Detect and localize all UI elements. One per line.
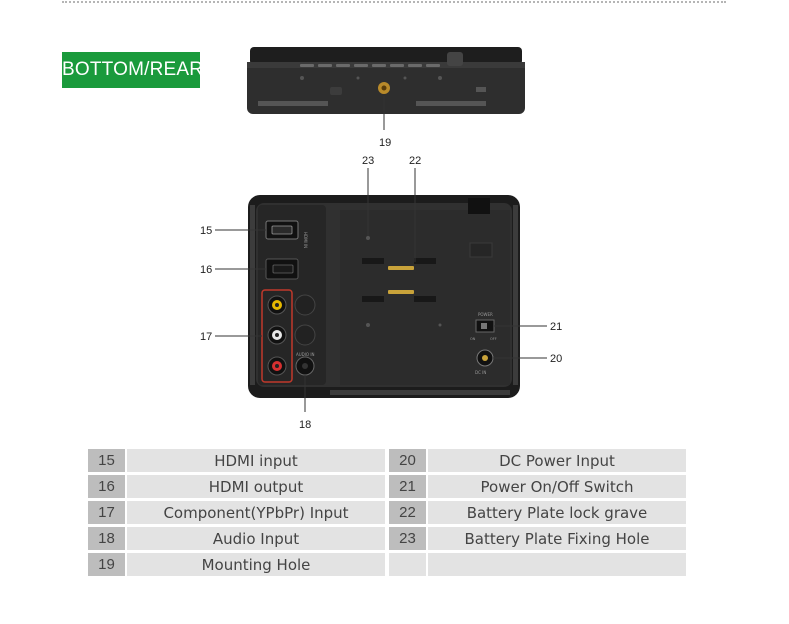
legend-label: HDMI output: [127, 475, 385, 498]
legend-label: HDMI input: [127, 449, 385, 472]
callout-lines: [215, 168, 547, 412]
callout-21: 21: [550, 321, 562, 333]
legend-label: Battery Plate lock grave: [428, 501, 686, 524]
legend-num: 21: [389, 475, 426, 498]
legend-num: 19: [88, 553, 125, 576]
callout-19: 19: [379, 137, 391, 149]
table-row: 15 HDMI input 20 DC Power Input: [88, 449, 686, 472]
audio-in-print: AUDIO IN: [296, 352, 315, 357]
legend-label-empty: [428, 553, 686, 576]
power-print: POWER: [478, 312, 493, 317]
legend-label: Power On/Off Switch: [428, 475, 686, 498]
top-dotted-divider: [62, 1, 726, 3]
table-row: 19 Mounting Hole: [88, 553, 686, 576]
legend-num-empty: [389, 553, 426, 576]
callout-15: 15: [200, 225, 212, 237]
dc-in-print: DC IN: [475, 370, 486, 375]
callout-17: 17: [200, 331, 212, 343]
section-title-badge: BOTTOM/REAR: [62, 52, 203, 88]
legend-label: Audio Input: [127, 527, 385, 550]
callout-18: 18: [299, 419, 311, 431]
legend-num: 17: [88, 501, 125, 524]
hdmi-in-print: HDMI IN: [303, 232, 308, 248]
monitor-bottom-view: [247, 47, 525, 130]
legend-label: Mounting Hole: [127, 553, 385, 576]
legend-num: 18: [88, 527, 125, 550]
legend-label: Battery Plate Fixing Hole: [428, 527, 686, 550]
legend-num: 20: [389, 449, 426, 472]
legend-num: 23: [389, 527, 426, 550]
monitor-rear-view: HDMI IN AUDIO IN: [248, 195, 520, 398]
callout-16: 16: [200, 264, 212, 276]
off-print: OFF: [490, 337, 497, 341]
legend-num: 22: [389, 501, 426, 524]
callout-23: 23: [362, 155, 374, 167]
legend-label: Component(YPbPr) Input: [127, 501, 385, 524]
legend-num: 15: [88, 449, 125, 472]
legend-label: DC Power Input: [428, 449, 686, 472]
table-row: 17 Component(YPbPr) Input 22 Battery Pla…: [88, 501, 686, 524]
table-row: 16 HDMI output 21 Power On/Off Switch: [88, 475, 686, 498]
legend-num: 16: [88, 475, 125, 498]
on-print: ON: [470, 337, 476, 341]
table-row: 18 Audio Input 23 Battery Plate Fixing H…: [88, 527, 686, 550]
callout-20: 20: [550, 353, 562, 365]
port-legend-table: 15 HDMI input 20 DC Power Input 16 HDMI …: [88, 446, 686, 579]
callout-22: 22: [409, 155, 421, 167]
device-illustration: 19 HDMI IN AUD: [200, 47, 562, 431]
